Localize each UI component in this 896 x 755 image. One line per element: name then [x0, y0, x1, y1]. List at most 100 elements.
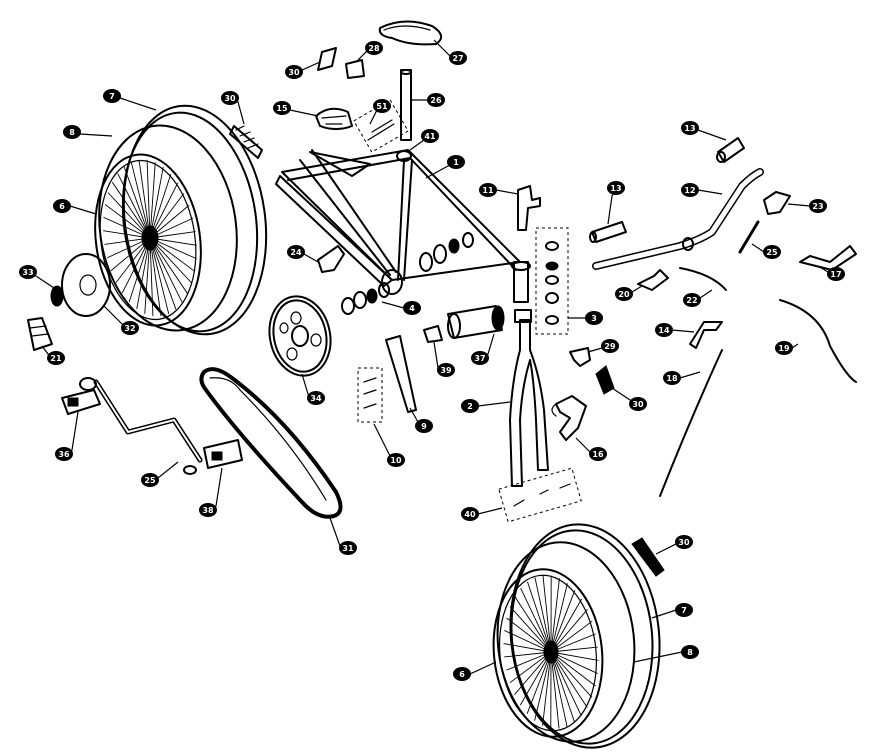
seat-assembly: [315, 20, 443, 141]
callout-c32: 32: [121, 321, 139, 335]
callout-bubble: [121, 321, 139, 335]
front-tire-inner: [510, 529, 654, 745]
callout-c41: 41: [421, 129, 439, 143]
callout-c30d: 30: [675, 535, 693, 549]
spoke: [506, 617, 552, 653]
frame-bridge: [309, 151, 371, 177]
callout-bubble: [449, 51, 467, 65]
rear-rim: [94, 153, 202, 327]
callout-bubble: [307, 391, 325, 405]
rear-tire: [122, 104, 268, 336]
spoke: [117, 173, 151, 239]
callout-number: 23: [812, 202, 823, 211]
saddle-edge: [383, 25, 431, 31]
callout-number: 27: [452, 54, 463, 63]
callout-c23: 23: [809, 199, 827, 213]
callout-bubble: [421, 129, 439, 143]
callout-c2: 2: [461, 399, 479, 413]
callout-number: 22: [686, 296, 697, 305]
spoke: [149, 237, 162, 317]
callout-c12: 12: [681, 183, 699, 197]
callout-bubble: [675, 603, 693, 617]
callout-number: 15: [276, 104, 288, 113]
callout-number: 31: [342, 544, 354, 553]
front-brake-caliper: [555, 395, 587, 441]
callout-c29: 29: [601, 339, 619, 353]
callout-c19: 19: [775, 341, 793, 355]
callout-number: 21: [50, 354, 62, 363]
callout-c20: 20: [615, 287, 633, 301]
callout-c51: 51: [373, 99, 391, 113]
callout-bubble: [55, 447, 73, 461]
spoke: [542, 575, 552, 653]
callout-bubble: [63, 125, 81, 139]
spoke: [504, 651, 552, 658]
spoke: [503, 643, 552, 653]
callout-c25a: 25: [763, 245, 781, 259]
callout-c10: 10: [387, 453, 405, 467]
callout-bubble: [199, 503, 217, 517]
callout-c31: 31: [339, 541, 357, 555]
seat-post: [400, 69, 412, 141]
cable-housing-22: [679, 267, 727, 291]
callout-c9: 9: [415, 419, 433, 433]
axle-hardware-box-rear: [357, 367, 383, 423]
spoke: [107, 192, 151, 239]
callout-c22: 22: [683, 293, 701, 307]
callout-c40: 40: [461, 507, 479, 521]
rear-wheel: [94, 104, 268, 336]
callout-number: 1: [453, 158, 459, 167]
callout-bubble: [403, 301, 421, 315]
spoke: [527, 581, 552, 653]
frame-seat-tube: [397, 159, 413, 281]
callout-number: 39: [440, 366, 452, 375]
callout-c13a: 13: [681, 121, 699, 135]
callout-c11: 11: [479, 183, 497, 197]
front-reflector: [595, 365, 615, 395]
reflector-bracket: [569, 347, 591, 367]
freewheel-cover: [61, 253, 111, 317]
callout-c24: 24: [287, 245, 305, 259]
callout-bubble: [47, 351, 65, 365]
callout-c16: 16: [589, 447, 607, 461]
stem: [591, 221, 627, 243]
spoke: [550, 583, 568, 653]
callout-number: 8: [687, 648, 693, 657]
callout-c8b: 8: [681, 645, 699, 659]
callout-number: 14: [658, 326, 670, 335]
callout-number: 11: [482, 186, 494, 195]
callout-c18: 18: [663, 371, 681, 385]
head-tube-top: [511, 261, 531, 271]
spoke: [550, 651, 568, 727]
callout-bubble: [103, 89, 121, 103]
pedal-left: [61, 389, 101, 415]
spoke: [149, 237, 170, 315]
spoke: [550, 646, 598, 653]
spoke: [149, 237, 183, 303]
spoke: [144, 237, 151, 314]
kickstand-bar: [385, 335, 417, 413]
callout-bubble: [681, 645, 699, 659]
frame: [275, 149, 531, 303]
spoke: [149, 162, 156, 239]
spoke: [550, 651, 560, 729]
callout-c27: 27: [449, 51, 467, 65]
spoke: [550, 633, 596, 653]
spoke: [534, 577, 552, 653]
rear-bracket: [317, 245, 345, 273]
callout-bubble: [287, 245, 305, 259]
callout-number: 30: [632, 400, 644, 409]
seat-clamp: [396, 150, 412, 162]
callout-number: 41: [424, 132, 436, 141]
crank-arm: [93, 379, 203, 463]
frame-seat-stays: [299, 149, 397, 276]
callout-c37: 37: [471, 351, 489, 365]
spoke: [138, 159, 151, 239]
frame-head-tube: [513, 261, 529, 303]
callout-bubble: [479, 183, 497, 197]
kickstand: [27, 317, 53, 351]
callout-number: 13: [684, 124, 695, 133]
spoke: [111, 181, 151, 239]
callout-number: 2: [467, 402, 473, 411]
callout-bubble: [601, 339, 619, 353]
